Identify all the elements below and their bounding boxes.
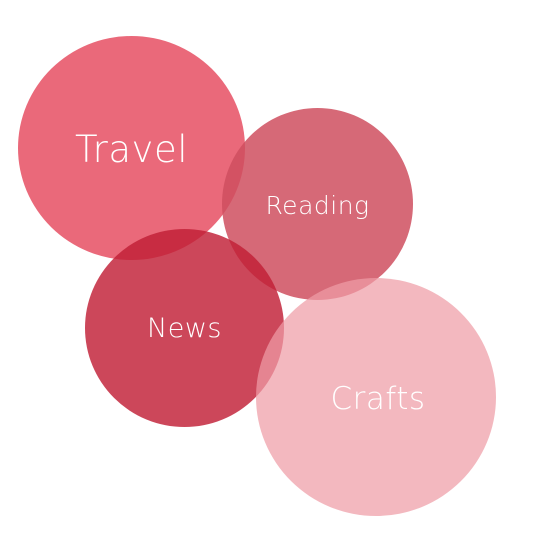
bubble-crafts[interactable]: Crafts	[256, 278, 496, 516]
bubble-reading-label: Reading	[265, 190, 370, 220]
bubble-travel[interactable]: Travel	[18, 36, 245, 260]
bubble-crafts-label: Crafts	[330, 381, 426, 417]
bubble-travel-label: Travel	[75, 127, 188, 171]
bubble-news-label: News	[147, 312, 222, 344]
bubble-news[interactable]: News	[85, 229, 284, 427]
